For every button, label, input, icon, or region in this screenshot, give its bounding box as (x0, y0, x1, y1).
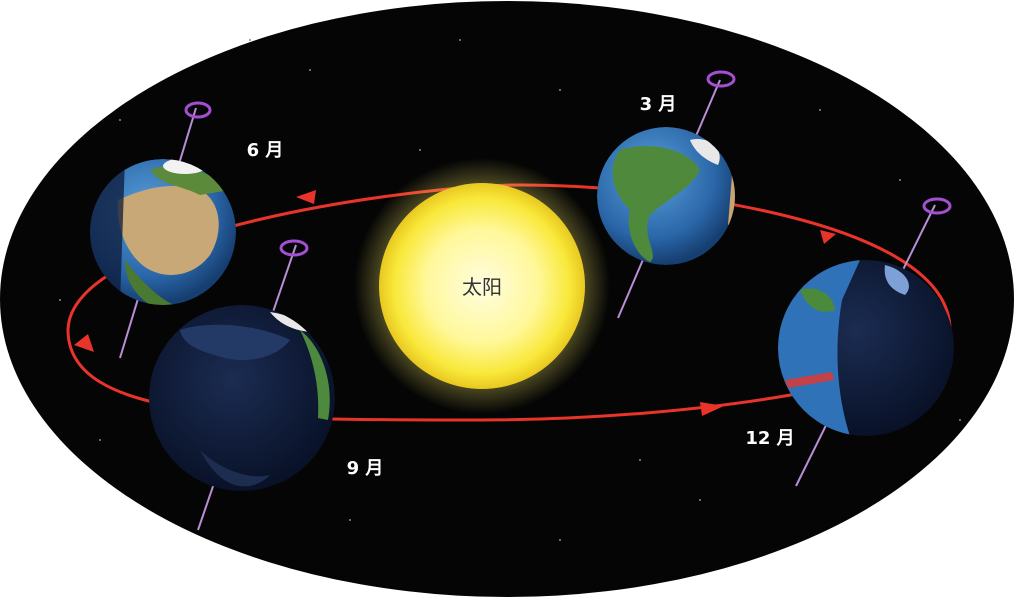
label-june: 6 月 (247, 140, 284, 161)
orbit-arrow-right (820, 230, 836, 244)
earth-december: 12 月 (745, 197, 954, 487)
star-field (59, 39, 961, 541)
label-march: 3 月 (640, 94, 677, 115)
orbit-arrow-top (296, 190, 316, 204)
label-december: 12 月 (745, 428, 794, 449)
sun-icon (379, 183, 585, 389)
earth-september: 9 月 (149, 239, 384, 531)
spin-marker-march (706, 70, 736, 88)
sun: 太阳 (354, 158, 610, 414)
label-september: 9 月 (347, 458, 384, 479)
sun-label: 太阳 (462, 275, 502, 299)
spin-marker-september (279, 239, 309, 257)
orbit-arrow-left (74, 334, 94, 352)
spin-marker-december (922, 197, 952, 215)
orbit-arrows (74, 190, 836, 416)
earth-march: 3 月 (597, 70, 736, 319)
spin-marker-june (184, 101, 212, 119)
watermark-icon: ⓦ (32, 443, 52, 467)
orbit-arrow-bottom (700, 402, 724, 416)
